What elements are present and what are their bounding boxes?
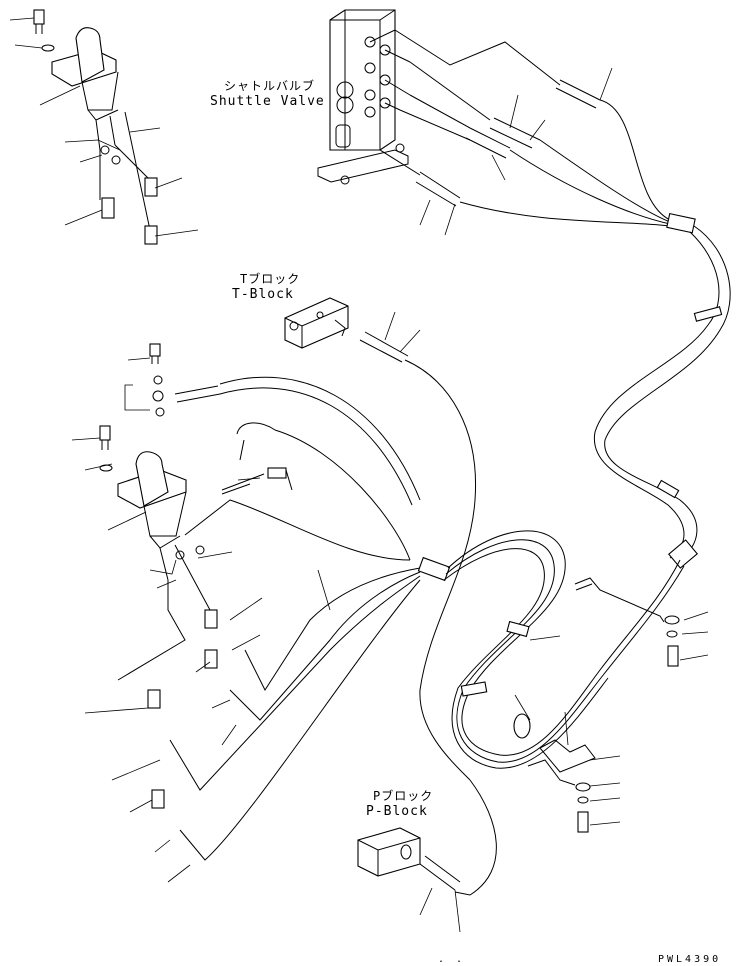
t-block-hose xyxy=(359,331,477,781)
main-left-control-valve xyxy=(99,343,218,809)
shuttle-valve-label-en: Shuttle Valve xyxy=(210,94,325,109)
t-block-label-en: T-Block xyxy=(232,287,294,302)
shuttle-valve-hoses xyxy=(379,29,696,234)
t-block xyxy=(284,297,349,349)
hose-bundle-middle xyxy=(443,530,685,769)
clamp-hardware xyxy=(527,577,680,833)
mounting-bracket xyxy=(221,467,293,495)
hose-bundle-right xyxy=(593,225,731,569)
t-block-label-jp: Tブロック xyxy=(240,271,300,286)
p-block-label-jp: Pブロック xyxy=(373,788,433,803)
shuttle-valve-label-jp: シャトルバルブ xyxy=(224,78,315,93)
p-block xyxy=(357,779,497,896)
main-valve-hoses xyxy=(169,376,451,861)
drawing-code: PWL4390 xyxy=(658,954,721,965)
p-block-label-en: P-Block xyxy=(366,804,428,819)
top-left-control-valve xyxy=(33,9,158,245)
drawing-dots: . . xyxy=(438,954,465,965)
shuttle-valve xyxy=(317,9,411,185)
